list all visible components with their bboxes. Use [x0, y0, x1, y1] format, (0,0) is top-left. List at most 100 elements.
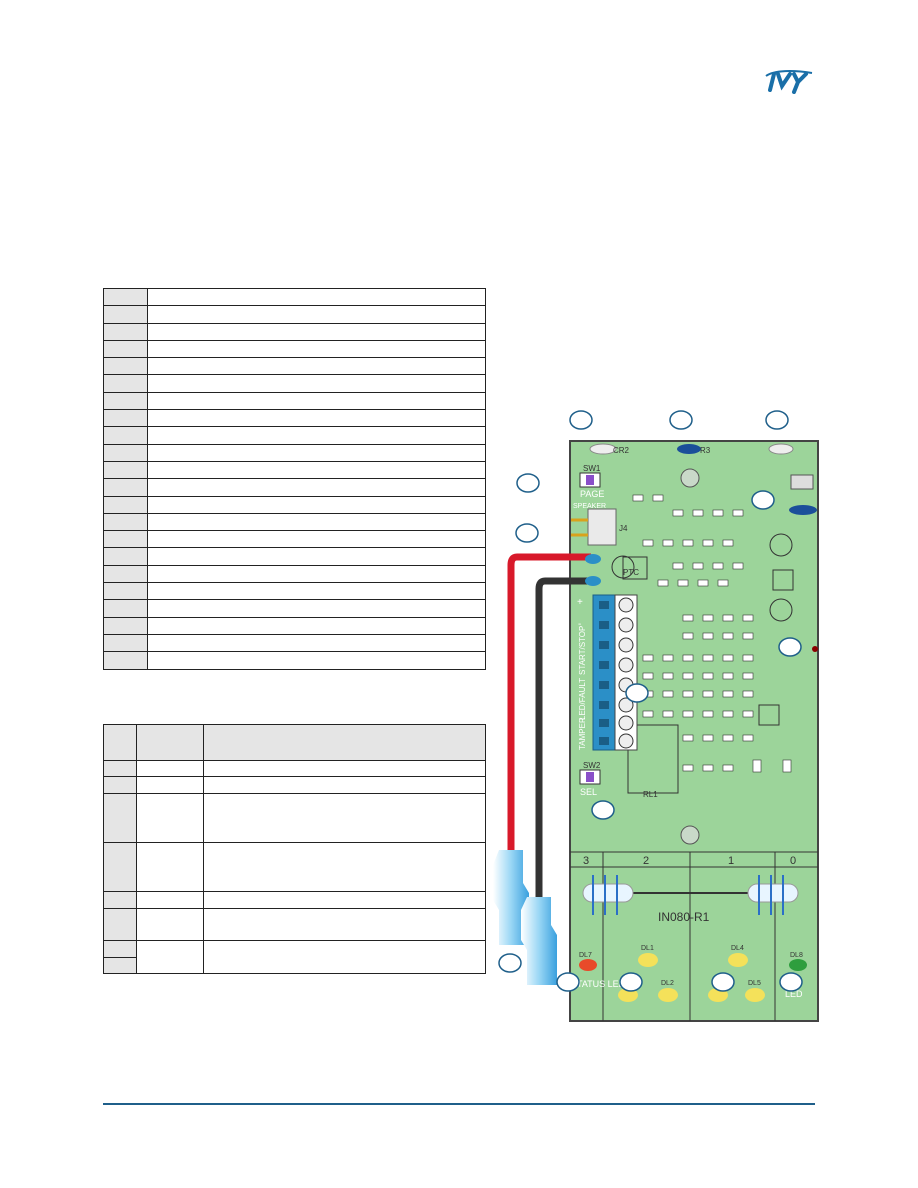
tamper-label: TAMPER: [578, 717, 587, 750]
cr2-label: CR2: [613, 446, 630, 455]
eol-resistor: [747, 883, 799, 903]
table-row: [103, 374, 486, 393]
table-cell-key: [103, 530, 148, 549]
spade-connector-black: [521, 897, 557, 985]
spade-connector-red: [493, 850, 529, 945]
table-row: [103, 547, 486, 566]
zone-0-label: 0: [790, 855, 796, 867]
table-row: [103, 460, 486, 480]
table-header-cell: [136, 724, 204, 761]
minus-label: -: [578, 619, 581, 630]
table-row: [103, 495, 486, 514]
table-cell-key: [103, 616, 148, 635]
table-cell: [203, 759, 486, 778]
table-header-row: [103, 724, 486, 761]
table-row: [103, 956, 486, 975]
table-cell-key: [103, 409, 148, 428]
footer-rule: [103, 1103, 815, 1105]
table-cell-value: [147, 443, 486, 462]
table-cell: [203, 907, 486, 942]
table-cell-value: [147, 512, 486, 532]
table-cell: [203, 891, 486, 909]
table-cell: [203, 776, 486, 794]
table-row: [103, 322, 486, 341]
table-row: [103, 478, 486, 497]
capacitor: [769, 598, 793, 622]
table-cell-value: [147, 530, 486, 549]
ic-chip: [758, 704, 780, 726]
table-cell-key: [103, 339, 148, 359]
rl1-label: RL1: [643, 790, 658, 799]
table-cell-key: [103, 426, 148, 445]
table-cell-value: [147, 391, 486, 411]
table-cell-key: [103, 512, 148, 532]
table-cell-value: [147, 460, 486, 480]
cr2-marker: [589, 443, 617, 455]
table-row: [103, 940, 486, 975]
r3-label: R3: [700, 446, 711, 455]
table-cell-value: [147, 426, 486, 445]
j4-label: J4: [619, 524, 628, 533]
table-cell-key: [103, 305, 148, 324]
table-cell-key: [103, 599, 148, 618]
component-legend-table: [103, 287, 486, 670]
table-cell-value: [147, 409, 486, 428]
table-cell: [103, 891, 137, 909]
table-cell-value: [147, 374, 486, 393]
table-cell: [136, 907, 204, 942]
black-wire: [535, 577, 591, 900]
table-cell-key: [103, 391, 148, 411]
component-area: [632, 494, 792, 773]
brand-logo: [765, 70, 813, 94]
table-row: [103, 305, 486, 324]
table-cell: [103, 956, 137, 975]
table-cell: [136, 891, 204, 909]
table-cell-key: [103, 357, 148, 376]
led-dl7: [579, 959, 597, 971]
table-cell-key: [103, 478, 148, 497]
sw2-knob: [586, 772, 594, 782]
page-label: PAGE: [580, 489, 604, 499]
sw2-label: SW2: [583, 761, 601, 770]
led-dl8: [789, 959, 807, 971]
table-cell-value: [147, 599, 486, 618]
right-blue-clip: [789, 505, 817, 515]
table-cell-key: [103, 287, 148, 307]
table-cell: [103, 792, 137, 843]
relay-rl1: [627, 724, 679, 794]
table-cell-key: [103, 651, 148, 670]
dl2-label: DL2: [661, 980, 674, 987]
table-cell-key: [103, 374, 148, 393]
table-cell: [136, 776, 204, 794]
table-row: [103, 792, 486, 843]
mount-hole: [680, 825, 700, 845]
zone-panel: [570, 851, 818, 1021]
bat-minus-terminal: [585, 576, 601, 586]
table-cell-value: [147, 478, 486, 497]
table-cell-value: [147, 547, 486, 566]
dl7-label: DL7: [579, 952, 592, 959]
capacitor: [769, 533, 793, 557]
sel-label: SEL: [580, 787, 597, 797]
led-status-table: [103, 724, 486, 975]
table-cell: [103, 776, 137, 794]
table-cell-key: [103, 633, 148, 653]
status-led-label: STATUS LED: [571, 979, 626, 989]
table-cell-value: [147, 357, 486, 376]
table-cell: [103, 841, 137, 893]
table-row: [103, 530, 486, 549]
model-label: IN080-R1: [658, 910, 710, 924]
r3-marker: [677, 444, 701, 454]
ptc-component: [622, 556, 648, 580]
table-cell: [136, 759, 204, 778]
table-row: [103, 907, 486, 942]
terminal-blocks: [592, 594, 638, 751]
table-cell-key: [103, 547, 148, 566]
table-cell-key: [103, 582, 148, 601]
zone-1-label: 1: [728, 855, 734, 867]
table-row: [103, 443, 486, 462]
table-cell: [136, 841, 204, 893]
table-row: [103, 564, 486, 584]
zone-3-label: 3: [583, 855, 589, 867]
table-cell-key: [103, 564, 148, 584]
